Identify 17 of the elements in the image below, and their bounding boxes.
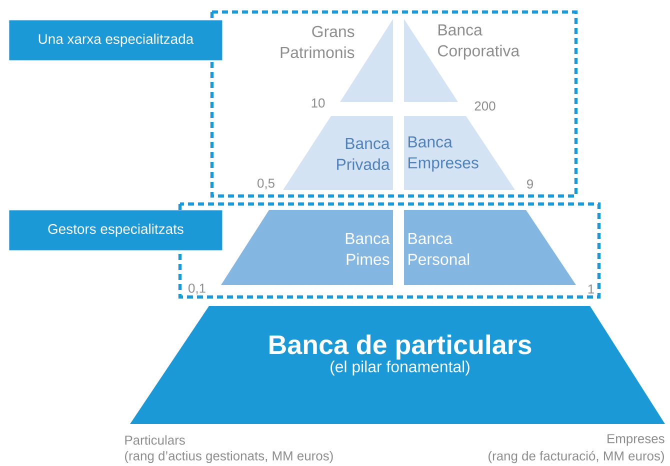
pyramid-segment: Banca Empreses xyxy=(404,116,515,190)
value-label: 9 xyxy=(527,179,533,189)
value-label: 200 xyxy=(474,101,496,111)
axis-label: (rang d’actius gestionats, MM euros) xyxy=(125,450,333,464)
pyramid-base: Banca de particulars (el pilar fonamental) xyxy=(130,306,665,424)
pyramid-segment: Banca Pimes xyxy=(221,210,393,285)
axis-label: (rang de facturació, MM euros) xyxy=(488,450,664,464)
pyramid-segment: Banca Personal xyxy=(404,210,576,285)
value-label: 0,1 xyxy=(188,284,206,294)
value-label: 10 xyxy=(312,98,325,108)
value-label: 1 xyxy=(588,284,594,294)
label-tab: Una xarxa especialitzada xyxy=(9,20,222,60)
node-label: Patrimonis xyxy=(280,46,354,58)
label-tab: Gestors especialitzats xyxy=(9,210,222,250)
pyramid-segment: Banca Privada xyxy=(283,116,393,190)
pyramid-segment: Banca Corporativa xyxy=(404,19,520,102)
value-label: 0,5 xyxy=(258,178,274,190)
